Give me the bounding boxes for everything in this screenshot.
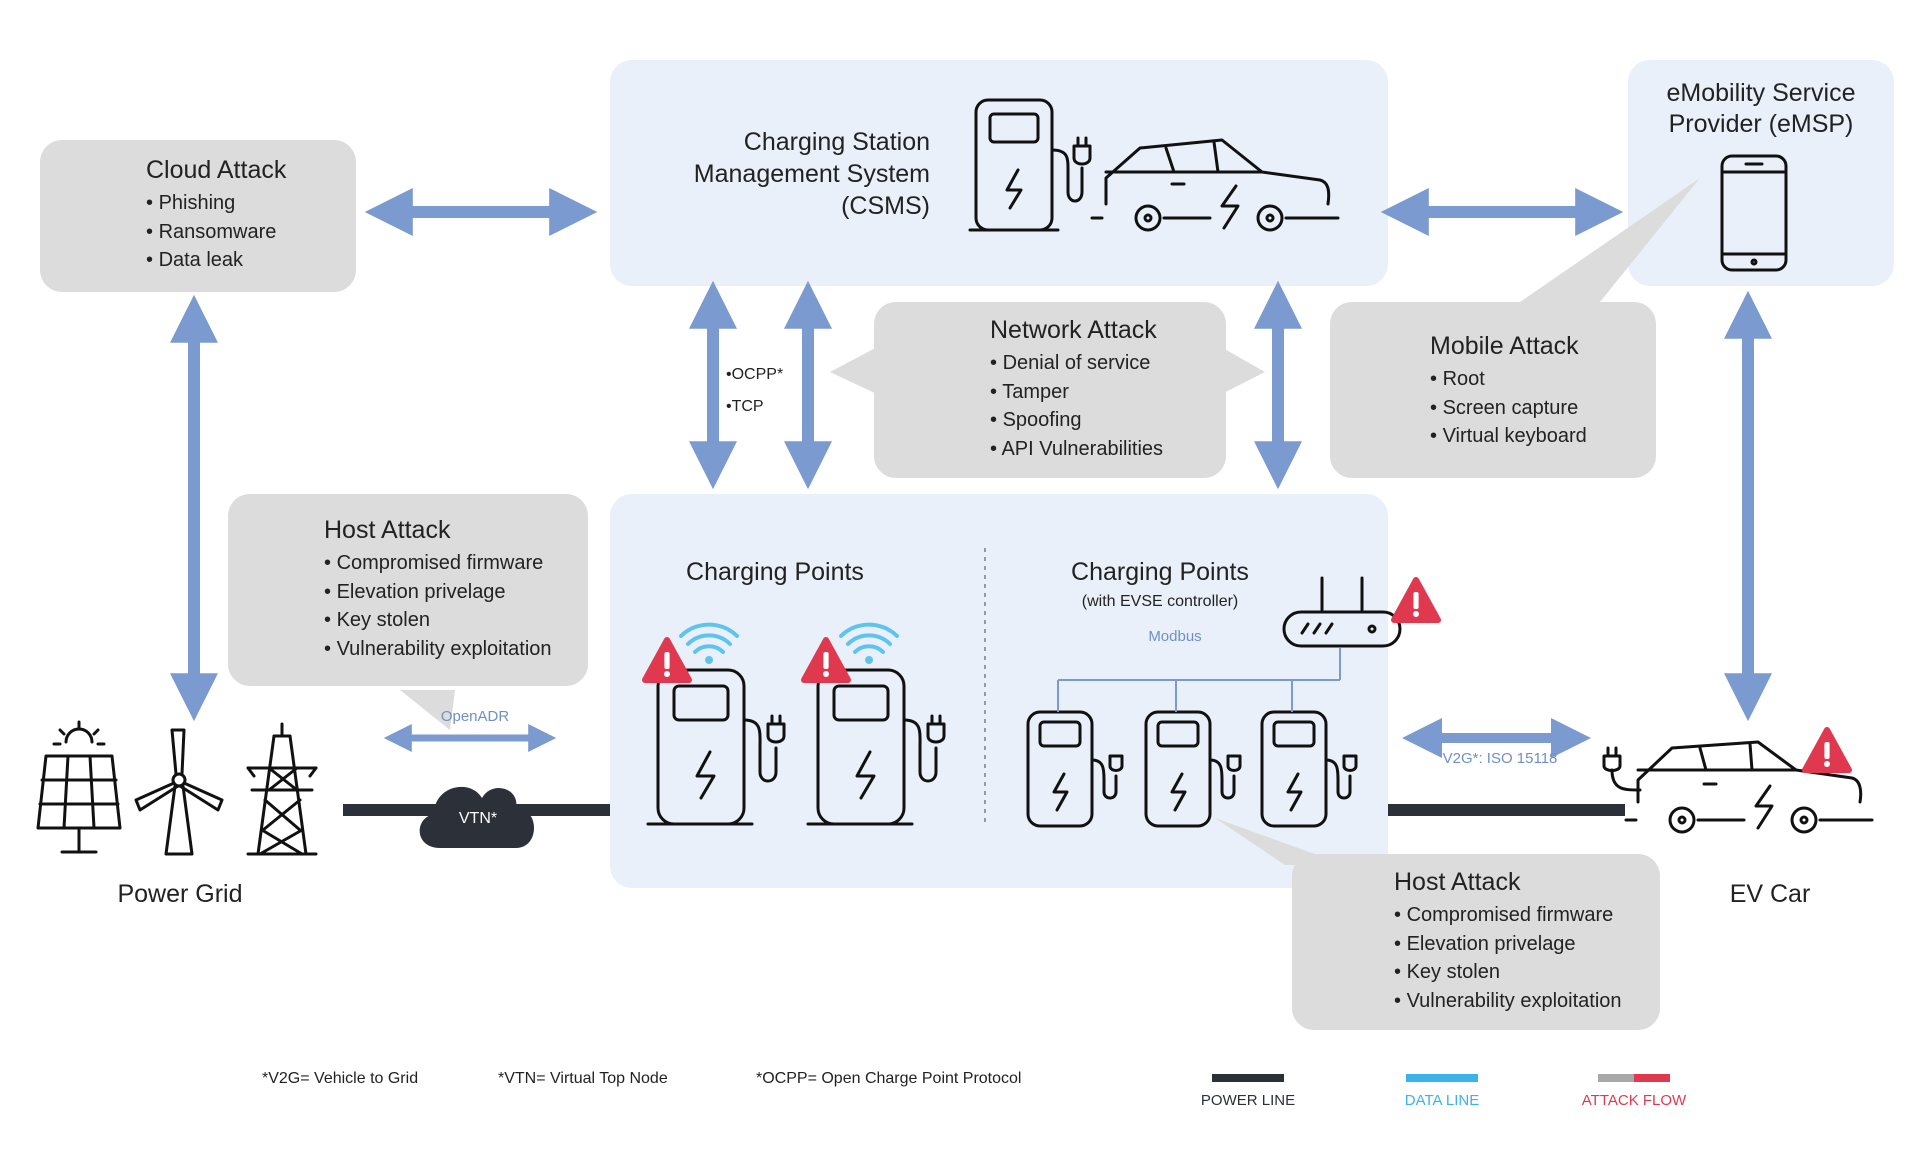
charger-left-1-icon <box>646 668 786 826</box>
charging-points-panel <box>610 494 1388 888</box>
emsp-title-line: eMobility Service <box>1666 79 1856 107</box>
openadr-label: OpenADR <box>440 708 510 725</box>
list-item: Spoofing <box>990 406 1163 435</box>
list-item: Phishing <box>146 189 286 218</box>
host-attack-right-list: Compromised firmware Elevation privelage… <box>1394 901 1622 1015</box>
list-item: Compromised firmware <box>324 549 552 578</box>
csms-car-icon <box>1090 138 1340 232</box>
list-item: Tamper <box>990 378 1163 407</box>
legend-data-swatch <box>1406 1074 1478 1082</box>
list-item: Key stolen <box>324 606 552 635</box>
mobile-attack-list: Root Screen capture Virtual keyboard <box>1430 365 1587 451</box>
data-flow-arrows <box>170 188 1772 758</box>
modbus-wiring <box>1057 648 1341 712</box>
footnote-vtn: *VTN= Virtual Top Node <box>498 1070 668 1087</box>
network-attack-box: Network Attack Denial of service Tamper … <box>874 302 1226 478</box>
footnote-v2g: *V2G= Vehicle to Grid <box>262 1070 419 1087</box>
emsp-title: eMobility Service Provider (eMSP) <box>1628 78 1894 140</box>
csms-charger-icon <box>968 98 1092 232</box>
alert-ev-car-icon <box>1805 730 1849 770</box>
vtn-label: VTN* <box>458 810 498 827</box>
wifi-icons <box>679 622 899 664</box>
legend-attack-swatch-red <box>1634 1074 1670 1082</box>
legend-attack-label: ATTACK FLOW <box>1581 1092 1687 1109</box>
charging-points-right-title: Charging Points <box>1071 558 1249 586</box>
ev-car-label: EV Car <box>1729 880 1811 908</box>
csms-title-line: Charging Station <box>743 128 930 156</box>
list-item: Key stolen <box>1394 958 1622 987</box>
list-item: Screen capture <box>1430 394 1587 423</box>
evse-chargers-icons <box>1026 710 1358 828</box>
list-item: Elevation privelage <box>324 578 552 607</box>
list-item: Compromised firmware <box>1394 901 1622 930</box>
modbus-label: Modbus <box>1148 628 1202 645</box>
mobile-attack-box: Mobile Attack Root Screen capture Virtua… <box>1330 302 1656 478</box>
list-item: Denial of service <box>990 349 1163 378</box>
legend-data-label: DATA LINE <box>1404 1092 1480 1109</box>
ocpp-label: •OCPP* <box>726 366 784 383</box>
cloud-attack-title: Cloud Attack <box>146 156 287 184</box>
mobile-attack-tail <box>1520 178 1700 302</box>
emsp-phone-icon <box>1720 154 1788 272</box>
charging-points-right-subtitle: (with EVSE controller) <box>1081 593 1239 610</box>
network-attack-list: Denial of service Tamper Spoofing API Vu… <box>990 349 1163 463</box>
vtn-cloud <box>419 786 534 848</box>
network-attack-title: Network Attack <box>990 316 1157 344</box>
footnote-ocpp: *OCPP= Open Charge Point Protocol <box>756 1070 1022 1087</box>
list-item: API Vulnerabilities <box>990 435 1163 464</box>
cloud-attack-box: Cloud Attack Phishing Ransomware Data le… <box>40 140 356 292</box>
list-item: Vulnerability exploitation <box>1394 987 1622 1016</box>
host-attack-right-box: Host Attack Compromised firmware Elevati… <box>1292 854 1660 1030</box>
host-attack-right-tail <box>1215 818 1345 865</box>
alert-router-icon <box>1394 580 1438 620</box>
list-item: Root <box>1430 365 1587 394</box>
csms-panel <box>610 60 1388 286</box>
emsp-title-line: Provider (eMSP) <box>1668 110 1854 138</box>
charging-points-left-title: Charging Points <box>686 558 864 586</box>
ev-car-icon <box>1602 740 1874 834</box>
csms-title-line: (CSMS) <box>841 192 930 220</box>
list-item: Vulnerability exploitation <box>324 635 552 664</box>
host-attack-right-title: Host Attack <box>1394 868 1521 896</box>
solar-panel-icon <box>36 720 122 854</box>
wind-turbine-icon <box>134 728 224 856</box>
tcp-label: •TCP <box>726 398 764 415</box>
mobile-attack-title: Mobile Attack <box>1430 332 1579 360</box>
host-attack-left-tail <box>400 690 455 730</box>
csms-title: Charging Station Management System (CSMS… <box>640 126 930 222</box>
router-icon <box>1282 576 1402 648</box>
v2g-label: V2G*: ISO 15118 <box>1442 750 1558 767</box>
host-attack-left-box: Host Attack Compromised firmware Elevati… <box>228 494 588 686</box>
legend-power-swatch <box>1212 1074 1284 1082</box>
host-attack-left-list: Compromised firmware Elevation privelage… <box>324 549 552 663</box>
legend-attack-swatch-gray <box>1598 1074 1634 1082</box>
list-item: Data leak <box>146 246 286 275</box>
legend-power-label: POWER LINE <box>1200 1092 1296 1109</box>
cloud-attack-list: Phishing Ransomware Data leak <box>146 189 286 275</box>
csms-title-line: Management System <box>693 160 930 188</box>
host-attack-left-title: Host Attack <box>324 516 451 544</box>
list-item: Ransomware <box>146 218 286 247</box>
power-grid-label: Power Grid <box>117 880 243 908</box>
list-item: Virtual keyboard <box>1430 422 1587 451</box>
list-item: Elevation privelage <box>1394 930 1622 959</box>
charger-left-2-icon <box>806 668 946 826</box>
transmission-tower-icon <box>246 722 318 856</box>
